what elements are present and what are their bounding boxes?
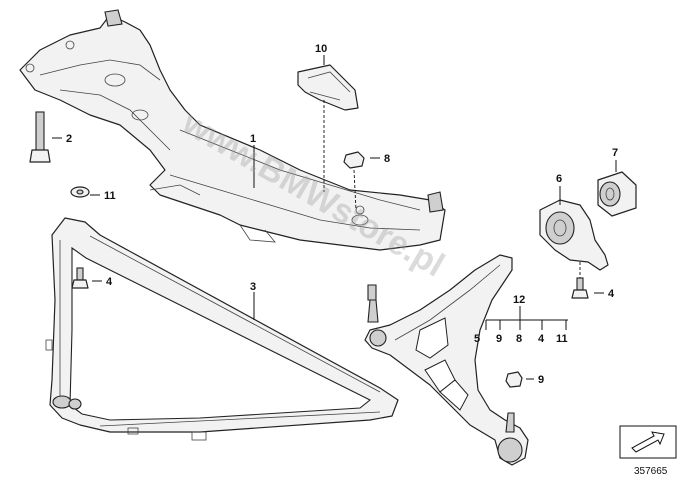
callout-7: 7 <box>612 147 618 159</box>
callout-4-right: 4 <box>608 288 615 300</box>
callout-9-group: 9 <box>496 333 502 345</box>
callout-11-group: 11 <box>556 333 568 345</box>
front-axle-carrier[interactable] <box>19 9 446 251</box>
wishbone[interactable] <box>364 254 529 466</box>
callout-4-group: 4 <box>538 333 545 345</box>
bolt-part-4-left[interactable] <box>71 267 89 289</box>
callout-8-top: 8 <box>384 153 390 165</box>
bolt-part-4-right[interactable] <box>571 277 589 299</box>
callout-9-lower: 9 <box>538 374 544 386</box>
nut-part-9[interactable] <box>505 371 523 388</box>
reference-number: 357665 <box>634 466 668 477</box>
bushing-part-7[interactable] <box>597 171 637 217</box>
callout-2: 2 <box>66 133 72 145</box>
callout-3: 3 <box>250 281 256 293</box>
nut-part-8[interactable] <box>343 151 365 169</box>
rubber-mount-part-6[interactable] <box>539 199 609 271</box>
callout-1: 1 <box>250 133 256 145</box>
callout-5: 5 <box>474 333 480 345</box>
callout-6: 6 <box>556 173 562 185</box>
tension-strut-frame[interactable] <box>45 217 399 441</box>
bolt-part-2[interactable] <box>29 111 51 163</box>
callout-4-left: 4 <box>106 276 113 288</box>
leader-lines <box>52 55 617 380</box>
bracket-part-10[interactable] <box>297 64 359 111</box>
callout-11-left: 11 <box>104 190 116 202</box>
callout-12: 12 <box>513 294 525 306</box>
callout-10: 10 <box>315 43 327 55</box>
arrow-right-icon <box>619 425 677 459</box>
callout-8-group: 8 <box>516 333 522 345</box>
washer-part-11[interactable] <box>70 186 90 198</box>
